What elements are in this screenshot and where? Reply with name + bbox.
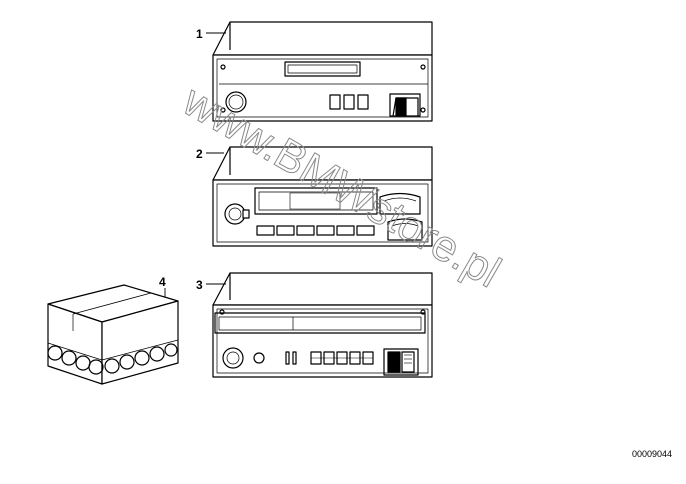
preset-button <box>329 94 341 110</box>
drawing-number: 00009044 <box>632 449 672 459</box>
callout-3: 3 <box>196 278 203 292</box>
radio-unit-2[interactable] <box>212 146 433 247</box>
preset-button <box>343 94 355 110</box>
volume-knob-icon <box>225 91 247 113</box>
callout-1: 1 <box>196 27 203 41</box>
radio-unit-3[interactable] <box>212 272 433 378</box>
volume-knob-icon <box>222 347 244 369</box>
packaging-box-4[interactable] <box>47 284 179 385</box>
preset-button <box>357 94 369 110</box>
preset-button <box>336 225 355 236</box>
callout-4: 4 <box>159 275 166 289</box>
preset-button <box>256 225 275 236</box>
preset-button <box>276 225 295 236</box>
preset-button <box>316 225 335 236</box>
radio-unit-1[interactable] <box>212 21 433 122</box>
preset-button <box>296 225 315 236</box>
preset-button <box>356 225 375 236</box>
callout-2: 2 <box>196 147 203 161</box>
